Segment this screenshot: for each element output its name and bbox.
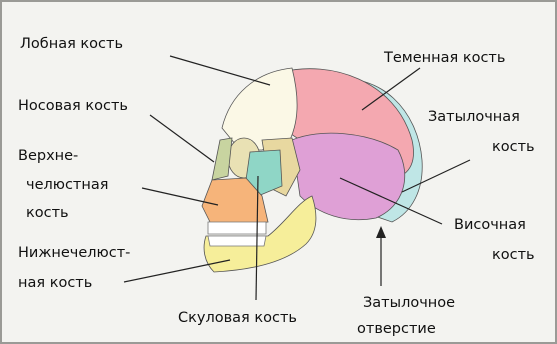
zygomatic-bone-label: Скуловая кость — [178, 305, 297, 331]
foramen-arrowhead — [376, 226, 386, 238]
frontal-bone-label: Лобная кость — [20, 31, 123, 57]
maxilla-label-line2: челюстная — [26, 172, 108, 198]
leader-line-nasal — [150, 115, 214, 162]
maxilla-label-line3: кость — [26, 200, 69, 226]
parietal-bone-label: Теменная кость — [384, 45, 505, 71]
foramen-label-line2: отверстие — [357, 316, 436, 342]
nasal-bone-label: Носовая кость — [18, 93, 128, 119]
leader-line-frontal — [170, 56, 270, 85]
foramen-label-line1: Затылочное — [363, 290, 455, 316]
occipital-bone-label-line2: кость — [492, 134, 535, 160]
mandible-label-line1: Нижнечелюст- — [18, 240, 130, 266]
maxilla-label-line1: Верхне- — [18, 143, 78, 169]
temporal-bone-label-line2: кость — [492, 242, 535, 268]
nasal-bone — [212, 138, 232, 180]
mandible-label-line2: ная кость — [18, 270, 92, 296]
temporal-bone-label-line1: Височная — [454, 212, 526, 238]
frontal-bone — [222, 68, 297, 150]
occipital-bone-label-line1: Затылочная — [428, 104, 520, 130]
